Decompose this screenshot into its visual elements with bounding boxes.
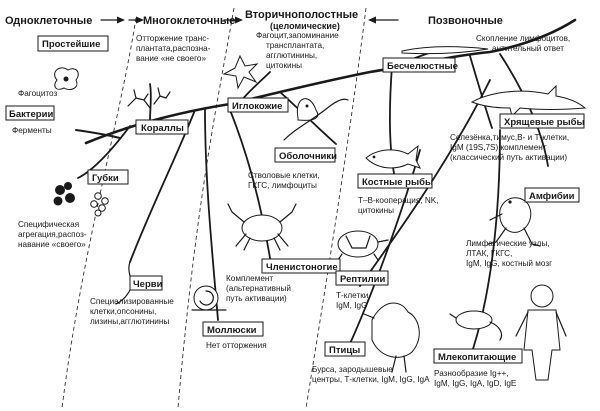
fish-icon <box>365 144 421 169</box>
taxon-protozoa: Простейшие <box>42 39 100 50</box>
box-agnathans <box>382 57 456 73</box>
organism-illustrations <box>53 46 587 381</box>
box-echinoderms <box>227 97 289 113</box>
branch-bacteria <box>75 129 121 139</box>
box-worms <box>129 275 163 291</box>
box-arthropods <box>261 258 341 274</box>
frog-icon <box>487 197 541 247</box>
box-mammals <box>433 348 523 364</box>
note-mammal-immunity: Разнообразие Ig++, IgM, IgG, IgA, IgD, I… <box>434 369 517 388</box>
note-worm-immunity: Специализированные клетки,опсонины, лизи… <box>90 297 176 326</box>
box-bacteria <box>5 105 55 121</box>
note-arthropod-immunity: Комплемент (альтернативный путь активаци… <box>226 274 293 303</box>
header-arrow-head-3 <box>235 16 243 24</box>
phagocyte-nucleus-icon <box>63 76 69 82</box>
mouse-icon <box>449 310 503 341</box>
sponge-icon <box>53 182 109 217</box>
note-bird-immunity: Бурса, зародышевые центры, Т-клетки, IgM… <box>312 365 430 384</box>
box-molluscs <box>202 321 264 337</box>
taxon-boxes: Простейшие Бактерии Кораллы Губки Черви … <box>5 35 585 364</box>
note-agnathan-immunity: Скопление лимфоцитов, антительный ответ <box>476 34 572 53</box>
branch-corals <box>149 83 152 121</box>
starfish-icon <box>222 54 259 90</box>
box-cartilaginous <box>499 113 585 129</box>
box-protozoa <box>37 35 109 52</box>
crab-icon <box>227 203 297 251</box>
sea-cucumber-icon <box>296 98 319 121</box>
divider-unicellular <box>61 17 137 409</box>
larva-icon <box>283 98 349 141</box>
note-tunicate-immunity: Стволовые клетки, ГКГС, лимфоциты <box>248 171 322 190</box>
header-arrow-head-4 <box>368 16 376 24</box>
note-mollusc-immunity: Нет отторжения <box>206 341 267 350</box>
taxon-echinoderms: Иглокожие <box>232 101 282 112</box>
box-bony-fish <box>357 173 433 189</box>
snail-icon <box>191 285 227 311</box>
column-dividers <box>61 7 367 409</box>
branch-arthropods <box>229 109 271 259</box>
taxon-birds: Птицы <box>329 345 360 356</box>
note-enzymes: Ферменты <box>12 126 52 135</box>
taxon-mammals: Млекопитающие <box>438 352 516 363</box>
note-sponge-immunity: Специфическая агрегация,распоз- навание … <box>18 220 89 249</box>
fish-eye-icon <box>372 155 376 159</box>
box-sponges <box>87 169 129 185</box>
box-corals <box>135 119 189 135</box>
coral-icon <box>127 87 171 109</box>
turtle-icon <box>337 230 389 261</box>
box-birds <box>324 341 366 357</box>
note-amphibian-immunity: Лимфатические узлы, ЛТАК, ГКГС, IgM, IgG… <box>466 239 552 268</box>
taxon-tunicates: Оболочники <box>279 151 337 162</box>
taxon-arthropods: Членистоногие <box>266 262 338 273</box>
header-coelom-sub: (целомические) <box>270 21 340 31</box>
note-cartilaginous-immunity: Селезёнка,тимус,В- и Т-клетки, IgM (19S,… <box>450 133 571 162</box>
taxon-amphibians: Амфибии <box>529 191 575 202</box>
column-headers: Одноклеточные Многоклеточные Вторичнопол… <box>5 9 503 31</box>
taxon-reptiles: Рептилии <box>340 274 385 285</box>
header-arrow-head-2 <box>136 16 144 24</box>
note-phagocytosis: Фагоцитоз <box>18 89 58 98</box>
header-unicellular: Одноклеточные <box>5 15 92 27</box>
sea-cucumber-spot-icon <box>305 104 309 108</box>
taxon-molluscs: Моллюски <box>207 325 257 336</box>
eel-icon <box>401 46 489 55</box>
branch-sponges <box>77 125 131 179</box>
note-reptile-immunity: Т-клетки, IgM, IgG <box>336 291 373 310</box>
header-vertebrates: Позвоночные <box>428 15 503 27</box>
box-amphibians <box>524 187 580 203</box>
header-coelom: Вторичнополостные <box>245 9 358 21</box>
rooster-icon <box>363 302 420 373</box>
note-graft-rejection: Отторжение транс- плантата,распозна- ван… <box>136 34 213 63</box>
shark-icon <box>470 84 587 117</box>
box-tunicates <box>274 147 336 163</box>
note-echinoderm-immunity: Фагоцит,запоминание трансплантата, агглю… <box>256 31 341 70</box>
taxon-cartilaginous: Хрящевые рыбы <box>504 117 585 128</box>
human-icon <box>515 284 567 381</box>
branch-mammals <box>469 129 501 359</box>
taxon-worms: Черви <box>133 279 163 290</box>
box-reptiles <box>335 270 389 286</box>
taxon-corals: Кораллы <box>141 123 184 134</box>
immune-notes: Фагоцитоз Ферменты Отторжение транс- пла… <box>12 31 572 388</box>
divider-multicellular <box>177 7 235 409</box>
note-bony-fish-immunity: Т–В-кооперация, NK, цитокины <box>358 196 441 215</box>
header-multicellular: Многоклеточные <box>143 15 235 27</box>
taxon-sponges: Губки <box>92 173 119 184</box>
taxon-bony-fish: Костные рыбы <box>362 177 433 188</box>
divider-coelom <box>305 7 367 409</box>
branch-reptiles <box>359 79 491 287</box>
taxon-agnathans: Бесчелюстные <box>387 61 458 72</box>
main-trunk <box>84 18 577 145</box>
taxon-bacteria: Бактерии <box>9 109 53 120</box>
header-arrow-head-1 <box>117 16 125 24</box>
branch-cartilaginous <box>469 55 493 129</box>
